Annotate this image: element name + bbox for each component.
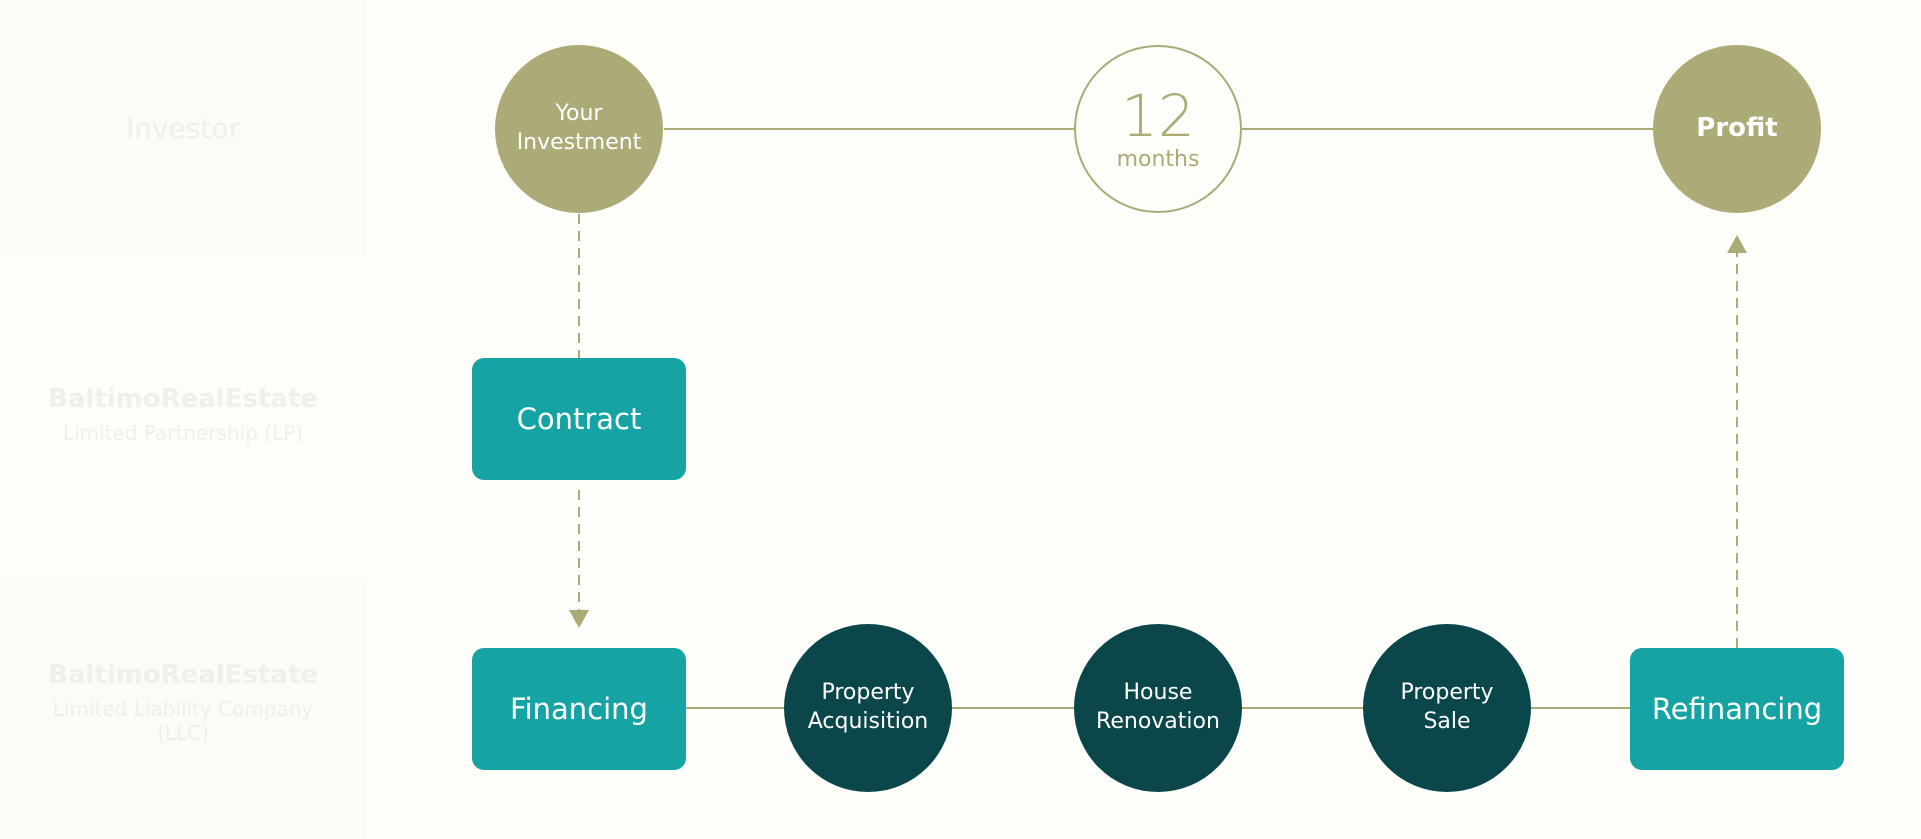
your-investment-label: Your Investment	[516, 101, 642, 155]
property-sale-node: Property Sale	[1363, 624, 1531, 792]
house-renovation-label: House Renovation	[1096, 680, 1220, 734]
lane-llc-title: BaltimoRealEstate	[48, 660, 318, 690]
profit-label: Profit	[1696, 113, 1778, 144]
lane-lp-label: BaltimoRealEstate Limited Partnership (L…	[0, 384, 366, 445]
property-acquisition-label: Property Acquisition	[807, 680, 929, 734]
house-renovation-node: House Renovation	[1074, 624, 1242, 792]
profit-arrowhead	[1727, 235, 1747, 253]
duration-node: 12 months	[1074, 45, 1242, 213]
lane-investor-title: Investor	[125, 112, 240, 145]
duration-unit: months	[1116, 146, 1200, 172]
your-investment-node: Your Investment	[495, 45, 663, 213]
lane-investor-background	[0, 0, 366, 258]
lane-llc-background	[0, 580, 366, 839]
duration-value: 12	[1121, 81, 1195, 150]
financing-arrowhead	[569, 610, 589, 628]
contract-box: Contract	[472, 358, 686, 480]
property-acquisition-node: Property Acquisition	[784, 624, 952, 792]
lane-lp-subtitle: Limited Partnership (LP)	[62, 421, 304, 446]
property-sale-label: Property Sale	[1400, 680, 1494, 734]
refinancing-box: Refinancing	[1630, 648, 1844, 770]
lane-lp-title: BaltimoRealEstate	[48, 384, 318, 414]
lane-llc-subtitle: Limited Liability Company (LLC)	[52, 697, 314, 746]
profit-node: Profit	[1653, 45, 1821, 213]
lane-investor-label: Investor	[0, 112, 366, 146]
lane-llc-label: BaltimoRealEstate Limited Liability Comp…	[0, 660, 366, 745]
financing-box: Financing	[472, 648, 686, 770]
